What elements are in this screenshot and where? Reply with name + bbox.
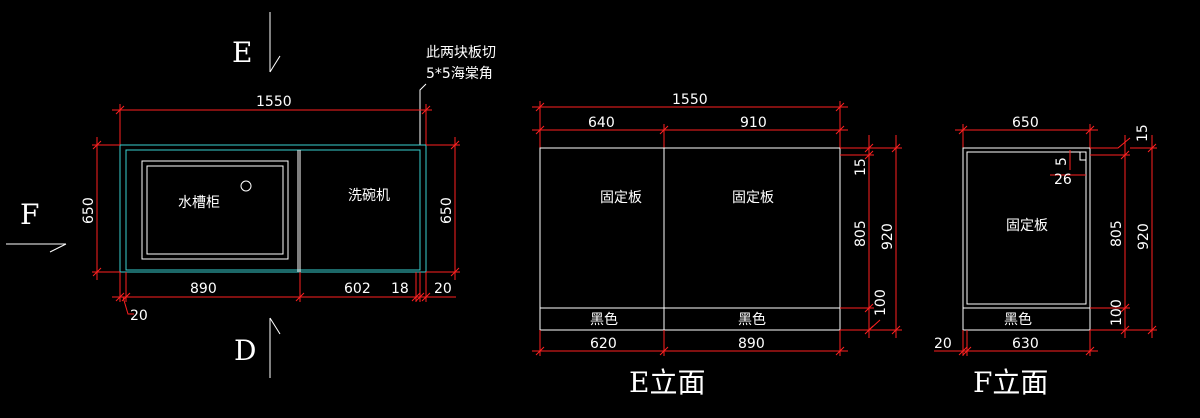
- tick: [891, 143, 901, 153]
- dim-left-650: 650: [81, 197, 97, 224]
- tick: [535, 102, 545, 112]
- tick: [115, 292, 125, 302]
- tick: [1147, 143, 1157, 153]
- tick: [92, 140, 102, 150]
- tick: [659, 125, 669, 135]
- e-base-left: 黑色: [590, 311, 618, 328]
- elevation-e: 1550 640 910 固定板 固定板 黑色 黑色 15 805 100: [532, 92, 902, 399]
- dim-e-910: 910: [740, 115, 767, 131]
- dim-e-15: 15: [853, 158, 869, 176]
- section-arrow-d: [269, 317, 281, 335]
- f-base: 黑色: [1004, 311, 1032, 328]
- dim-f-920: 920: [1136, 223, 1152, 250]
- faucet-hole: [240, 180, 252, 192]
- tick: [415, 292, 425, 302]
- section-mark-f: F: [20, 198, 39, 231]
- tick: [864, 143, 874, 153]
- dim-1550: 1550: [256, 94, 292, 110]
- e-panel-right: 固定板: [732, 190, 774, 206]
- note-line-2: 5*5海棠角: [426, 66, 493, 82]
- f-cabinet-inner: [966, 151, 1087, 305]
- dim-f-20: 20: [934, 336, 952, 352]
- dim-890-plan: 890: [190, 281, 217, 297]
- tick: [1120, 303, 1130, 313]
- f-panel: 固定板: [1006, 218, 1048, 234]
- tick: [421, 105, 431, 115]
- f-corner-notch: [1079, 151, 1087, 161]
- dim-f-15: 15: [1135, 124, 1151, 142]
- elevation-f: 650 固定板 黑色 5 26 15 805 100 920: [934, 115, 1157, 399]
- e-elevation-title: E立面: [629, 366, 705, 399]
- dim-e-620: 620: [590, 336, 617, 352]
- tick: [411, 292, 421, 302]
- tick: [1120, 150, 1130, 160]
- tick: [450, 267, 460, 277]
- dim-f-630: 630: [1012, 336, 1039, 352]
- plan-outline: [119, 144, 427, 273]
- section-mark-e: E: [232, 36, 252, 69]
- tick: [659, 346, 669, 356]
- plan-view: E D F 此两块板切 5*5海棠角 1550 水槽柜 洗碗机: [6, 12, 496, 378]
- tick: [864, 150, 874, 160]
- e-panel-left: 固定板: [600, 190, 642, 206]
- section-arrow-f: [49, 243, 67, 253]
- tick: [835, 346, 845, 356]
- tick: [450, 140, 460, 150]
- tick: [962, 346, 972, 356]
- dim-e-640: 640: [588, 115, 615, 131]
- plan-inner-outline: [125, 149, 421, 271]
- tick: [1085, 346, 1095, 356]
- tick: [115, 105, 125, 115]
- leader-e-100: [868, 319, 881, 331]
- tick: [958, 346, 968, 356]
- e-plinth: [539, 307, 841, 331]
- dim-e-920: 920: [880, 223, 896, 250]
- tick: [1085, 125, 1095, 135]
- tick: [535, 125, 545, 135]
- tick: [835, 125, 845, 135]
- dim-20-right: 20: [434, 281, 452, 297]
- f-elevation-title: F立面: [973, 366, 1048, 399]
- dim-right-650: 650: [439, 197, 455, 224]
- tick: [421, 292, 431, 302]
- dim-18: 18: [391, 281, 409, 297]
- sink-outer: [141, 160, 289, 260]
- label-sink-cabinet: 水槽柜: [178, 195, 220, 211]
- dim-e-805: 805: [853, 220, 869, 247]
- label-dishwasher: 洗碗机: [348, 188, 390, 204]
- leader-f-15: [1090, 137, 1131, 149]
- e-cabinet-body: [539, 147, 841, 309]
- dim-20-left: 20: [130, 308, 148, 324]
- e-base-right: 黑色: [738, 311, 766, 328]
- tick: [891, 325, 901, 335]
- tick: [535, 346, 545, 356]
- dim-e-100: 100: [873, 289, 889, 316]
- section-mark-d: D: [234, 334, 256, 367]
- dim-f-805: 805: [1109, 220, 1125, 247]
- dim-602: 602: [344, 281, 371, 297]
- tick: [92, 267, 102, 277]
- leader-20-left: [122, 296, 134, 315]
- tick: [1120, 325, 1130, 335]
- tick: [1147, 325, 1157, 335]
- tick: [295, 292, 305, 302]
- dim-f-5: 5: [1054, 157, 1070, 166]
- dim-f-100: 100: [1109, 299, 1125, 326]
- tick: [958, 125, 968, 135]
- f-plinth: [962, 307, 1091, 331]
- dim-e-1550: 1550: [672, 92, 708, 108]
- note-leader: [419, 83, 427, 145]
- note-line-1: 此两块板切: [426, 45, 496, 61]
- dim-e-890: 890: [738, 336, 765, 352]
- tick: [864, 303, 874, 313]
- dim-f-650: 650: [1012, 115, 1039, 131]
- tick: [835, 102, 845, 112]
- dim-f-26: 26: [1054, 172, 1072, 188]
- sink-inner: [146, 165, 284, 255]
- section-arrow-e: [269, 55, 281, 73]
